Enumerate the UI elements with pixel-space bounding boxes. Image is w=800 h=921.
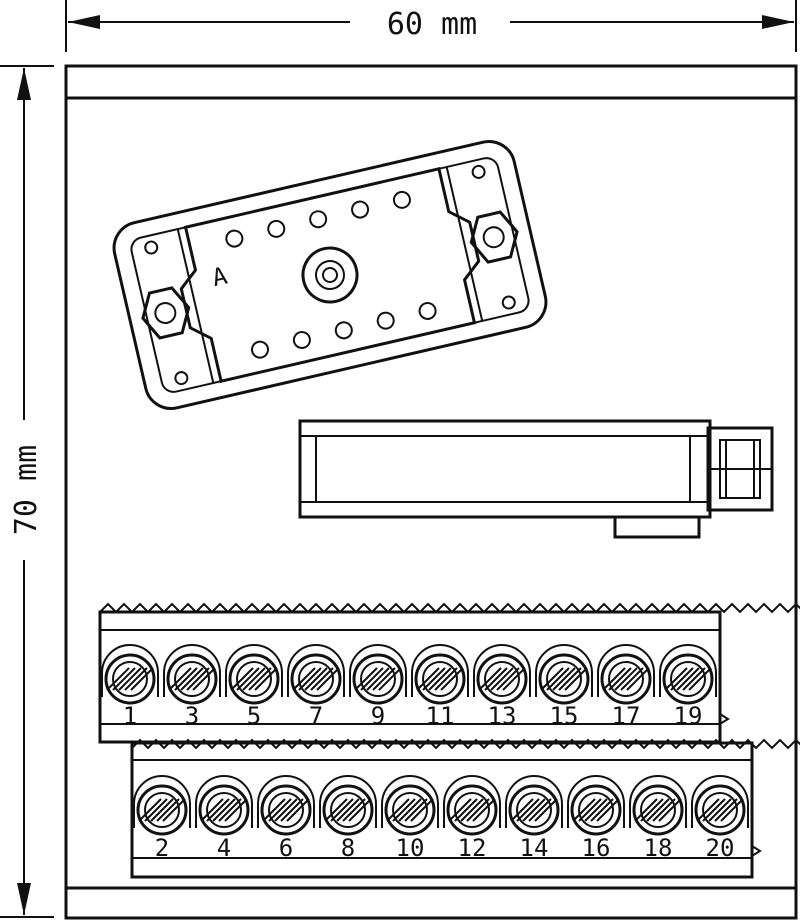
- din-rail-clip: [298, 419, 774, 539]
- terminal: 9: [349, 644, 407, 730]
- terminal: 1: [101, 644, 159, 730]
- height-label: 70 mm: [9, 445, 44, 535]
- terminal-number: 8: [341, 834, 355, 862]
- terminal-number: 18: [644, 834, 673, 862]
- terminal-number: 3: [185, 702, 199, 730]
- hex-nut-right: [469, 210, 519, 264]
- terminal: 18: [629, 775, 687, 862]
- terminal-number: 5: [247, 702, 261, 730]
- terminal-number: 12: [458, 834, 487, 862]
- terminal-number: 15: [550, 702, 579, 730]
- terminal-number: 7: [309, 702, 323, 730]
- terminal-screw: [508, 784, 560, 836]
- terminal: 2: [133, 775, 191, 862]
- terminal-block-bottom: [130, 738, 800, 879]
- height-dimension: 70 mm: [0, 65, 54, 918]
- terminal-number: 14: [520, 834, 549, 862]
- terminal-screw: [538, 653, 590, 705]
- rectangular-connector: A: [112, 140, 548, 410]
- terminal-screw: [632, 784, 684, 836]
- hex-nut-left: [141, 286, 191, 340]
- terminal-screw: [352, 653, 404, 705]
- terminal-screw: [104, 653, 156, 705]
- terminal-screw: [694, 784, 746, 836]
- terminal-screw: [384, 784, 436, 836]
- terminal-number: 4: [217, 834, 231, 862]
- terminal: 20: [691, 775, 749, 862]
- terminal-screw: [322, 784, 374, 836]
- width-label: 60 mm: [387, 7, 477, 42]
- terminal: 5: [225, 644, 283, 730]
- terminal-screw: [476, 653, 528, 705]
- terminal-number: 16: [582, 834, 611, 862]
- terminal: 16: [567, 775, 625, 862]
- terminal: 4: [195, 775, 253, 862]
- terminal: 14: [505, 775, 563, 862]
- enclosure: [64, 64, 798, 920]
- terminals-bottom-row: 2 4 6 8 10 12 14 16 18 20: [133, 775, 749, 862]
- terminal-screw: [260, 784, 312, 836]
- terminal-number: 19: [674, 702, 703, 730]
- terminal-screw: [570, 784, 622, 836]
- terminal: 3: [163, 644, 221, 730]
- terminal-screw: [446, 784, 498, 836]
- terminal: 10: [381, 775, 439, 862]
- terminal-number: 11: [426, 702, 455, 730]
- contact-pins-top: [225, 190, 411, 248]
- terminal-number: 17: [612, 702, 641, 730]
- terminal-screw: [600, 653, 652, 705]
- terminal: 19: [659, 644, 717, 730]
- terminal-number: 13: [488, 702, 517, 730]
- terminal: 12: [443, 775, 501, 862]
- terminal-number: 1: [123, 702, 137, 730]
- terminal-number: 6: [279, 834, 293, 862]
- terminal-screw: [198, 784, 250, 836]
- terminal-number: 2: [155, 834, 169, 862]
- terminal-number: 10: [396, 834, 425, 862]
- terminal: 11: [411, 644, 469, 730]
- terminal: 15: [535, 644, 593, 730]
- terminal-screw: [290, 653, 342, 705]
- mounting-hole: [144, 164, 516, 386]
- terminal-screw: [228, 653, 280, 705]
- terminal: 8: [319, 775, 377, 862]
- terminal-number: 20: [706, 834, 735, 862]
- terminal: 6: [257, 775, 315, 862]
- terminal-screw: [662, 653, 714, 705]
- connector-label: A: [209, 261, 230, 292]
- terminal: 7: [287, 644, 345, 730]
- terminal-screw: [136, 784, 188, 836]
- terminal: 17: [597, 644, 655, 730]
- center-stud: [301, 246, 359, 304]
- width-dimension: 60 mm: [65, 0, 797, 52]
- contact-pins-bottom: [251, 301, 437, 359]
- terminal: 13: [473, 644, 531, 730]
- terminal-number: 9: [371, 702, 385, 730]
- terminal-screw: [166, 653, 218, 705]
- terminal-screw: [414, 653, 466, 705]
